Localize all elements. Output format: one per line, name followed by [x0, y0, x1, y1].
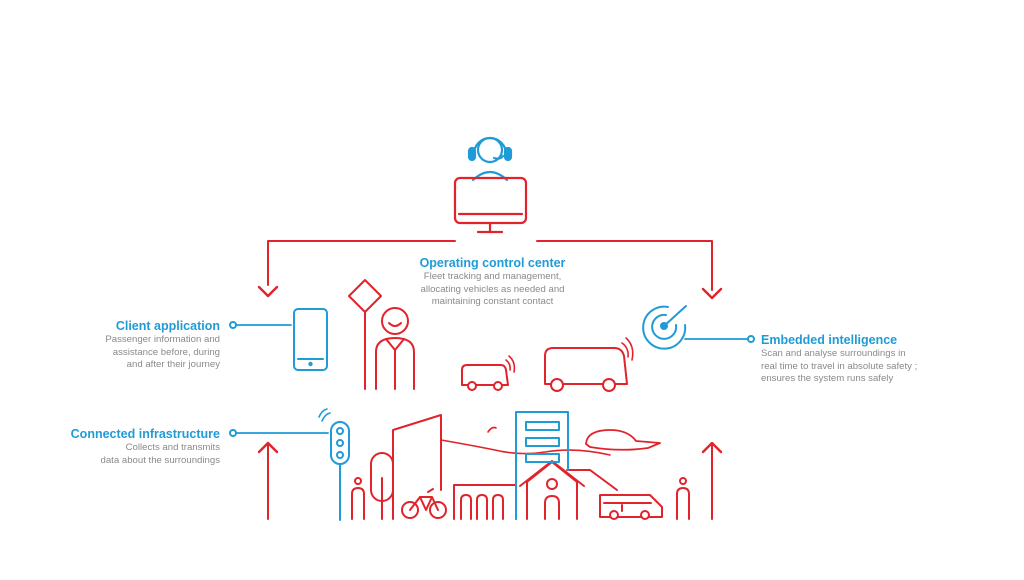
infrastructure-flow-arrows [257, 441, 723, 520]
monitor-icon [453, 176, 528, 234]
infrastructure-connector [229, 429, 329, 437]
client-app-connector [229, 321, 292, 329]
control-center-description: Fleet tracking and management, allocatin… [420, 271, 565, 307]
embedded-connector [684, 335, 755, 343]
node-operating-control-center: Operating control center Fleet tracking … [375, 255, 610, 309]
pedestrian-icon [351, 477, 365, 520]
client-app-description: Passenger information and assistance bef… [105, 334, 220, 370]
shuttle-bus-icon [544, 337, 634, 392]
infrastructure-title: Connected infrastructure [70, 427, 220, 441]
city-scene [351, 414, 690, 520]
person-icon [375, 307, 415, 390]
infrastructure-description: Collects and transmits data about the su… [100, 442, 220, 466]
shuttle-small-icon [461, 355, 516, 391]
traffic-light-icon [318, 408, 350, 521]
client-app-title: Client application [115, 319, 220, 333]
road-sign-icon [348, 279, 382, 390]
control-center-title: Operating control center [419, 256, 566, 270]
radar-icon [642, 305, 687, 350]
smartphone-icon [293, 308, 328, 371]
control-flow-arrows [257, 240, 723, 300]
tree-icon [370, 452, 394, 520]
node-embedded-intelligence: Embedded intelligence Scan and analyse s… [761, 332, 981, 386]
embedded-description: Scan and analyse surroundings in real ti… [761, 348, 918, 384]
building-icon [515, 411, 569, 520]
node-client-application: Client application Passenger information… [50, 318, 220, 372]
embedded-title: Embedded intelligence [761, 333, 898, 347]
node-connected-infrastructure: Connected infrastructure Collects and tr… [40, 426, 220, 467]
car-icon [599, 494, 663, 520]
operator-headset-icon [467, 136, 513, 182]
pedestrian-right-icon [676, 477, 690, 520]
bicycle-icon [401, 488, 447, 519]
